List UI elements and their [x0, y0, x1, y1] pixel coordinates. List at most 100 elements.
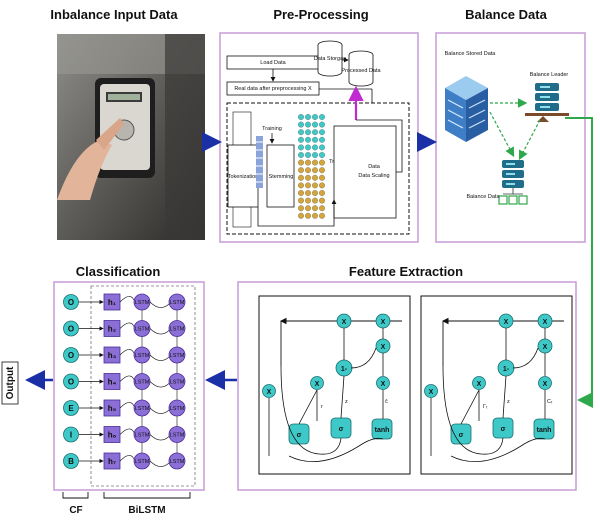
lstm-link [149, 328, 170, 335]
grid-dot [305, 136, 311, 143]
title-input: Inbalance Input Data [50, 7, 178, 22]
grid-dot [319, 190, 325, 196]
title-preprocessing: Pre-Processing [273, 7, 368, 22]
grid-dot [305, 212, 311, 219]
ct-label: ĉ [385, 399, 388, 405]
lstm-link [119, 428, 135, 435]
training-label: Training [262, 126, 282, 132]
lstm-backward-node [168, 452, 186, 470]
grid-dot [312, 159, 318, 166]
data-scaling-label: Data Scaling [358, 173, 389, 179]
cell-curve [350, 347, 377, 369]
grid-dot [319, 212, 325, 219]
grid-dot [312, 121, 318, 128]
multiply-node-mid [472, 376, 486, 390]
cf-bracket [62, 492, 89, 499]
grid-dot [305, 205, 311, 212]
cell-curve [280, 365, 342, 455]
grid-dot [319, 121, 325, 128]
output-node [63, 347, 79, 363]
lstm-forward-label: LSTM [135, 406, 150, 412]
processing-dashed-box [226, 102, 410, 235]
sigma-gate-2-label: σ [339, 426, 344, 433]
multiply-node-side-label: X [543, 344, 548, 351]
lstm-link [119, 296, 135, 303]
grid-dot [298, 174, 304, 181]
multiply-node-left-label: X [267, 389, 272, 396]
lstm-link [149, 301, 170, 308]
sigma-gate-2-label: σ [501, 426, 506, 433]
bilstm-bracket [103, 492, 191, 499]
feature-dot-grid [298, 114, 325, 219]
lstm-link [119, 375, 135, 382]
lstm-link [149, 407, 170, 414]
lstm-forward-label: LSTM [135, 433, 150, 439]
multiply-node-top-label: X [342, 319, 347, 326]
grid-dot [305, 144, 311, 151]
output-node [63, 400, 79, 416]
output-node [63, 320, 79, 337]
grid-dot [298, 167, 304, 174]
multiply-node-left [262, 384, 276, 398]
z-label: z [507, 399, 510, 405]
lstm-link [149, 460, 170, 467]
grid-dot [319, 159, 325, 166]
grid-dot [319, 129, 325, 136]
grid-dot [312, 182, 318, 189]
multiply-node-top-label: X [504, 319, 509, 326]
multiply-node-mid [310, 376, 324, 390]
sigma-gate-1-label: σ [459, 432, 464, 439]
cell-link [340, 375, 345, 419]
grid-dot [319, 152, 325, 158]
grid-dot [312, 174, 318, 181]
cell-link [298, 389, 318, 425]
grid-dot [319, 167, 325, 174]
multiply-node-mid-label: X [315, 381, 320, 388]
lstm-link [119, 322, 135, 329]
data-storage-icon [317, 40, 343, 77]
grid-dot [319, 205, 325, 212]
grid-dot [312, 167, 318, 174]
multiply-node-right [538, 376, 552, 390]
processed-data-label: Processed Data [341, 68, 381, 74]
cell-link [502, 375, 507, 419]
r-label: Γₜ [483, 404, 488, 410]
multiply-node-mid-label: X [477, 381, 482, 388]
balance-data-server-icon [498, 160, 528, 205]
one-minus-node-label: 1- [503, 366, 510, 373]
output-node-label: O [68, 325, 74, 334]
leader-server-icon [525, 83, 569, 122]
load-data-label: Load Data [260, 60, 286, 66]
grid-dot [305, 197, 311, 204]
balance-stored-label: Balance Stored Data [445, 51, 497, 57]
cell-curve [512, 347, 539, 369]
output-node-label: O [68, 351, 74, 360]
multiply-node-right [376, 376, 390, 390]
title-feature: Feature Extraction [349, 264, 463, 279]
title-balance: Balance Data [465, 7, 547, 22]
bilstm-dashed-box [90, 285, 196, 487]
multiply-node-top-right-label: X [543, 319, 548, 326]
lstm-backward-label: LSTM [170, 300, 185, 306]
lstm-backward-label: LSTM [170, 406, 185, 412]
lstm-link [149, 381, 170, 388]
hidden-state-label: h₄ [108, 378, 117, 387]
grid-dot [298, 182, 304, 189]
multiply-node-side-label: X [381, 344, 386, 351]
output-node-label: B [68, 457, 74, 466]
multiply-node-left-label: X [429, 389, 434, 396]
token-bars [256, 136, 263, 188]
grid-dot [298, 136, 304, 143]
cell-link [460, 389, 480, 425]
multiply-node-top-right-label: X [381, 319, 386, 326]
grid-dot [312, 205, 318, 212]
grid-dot [298, 144, 304, 151]
grid-dot [305, 129, 311, 136]
tanh-gate-label: tanh [375, 427, 390, 434]
grid-dot [298, 152, 304, 158]
arrow-balance-to-feature [565, 117, 593, 408]
